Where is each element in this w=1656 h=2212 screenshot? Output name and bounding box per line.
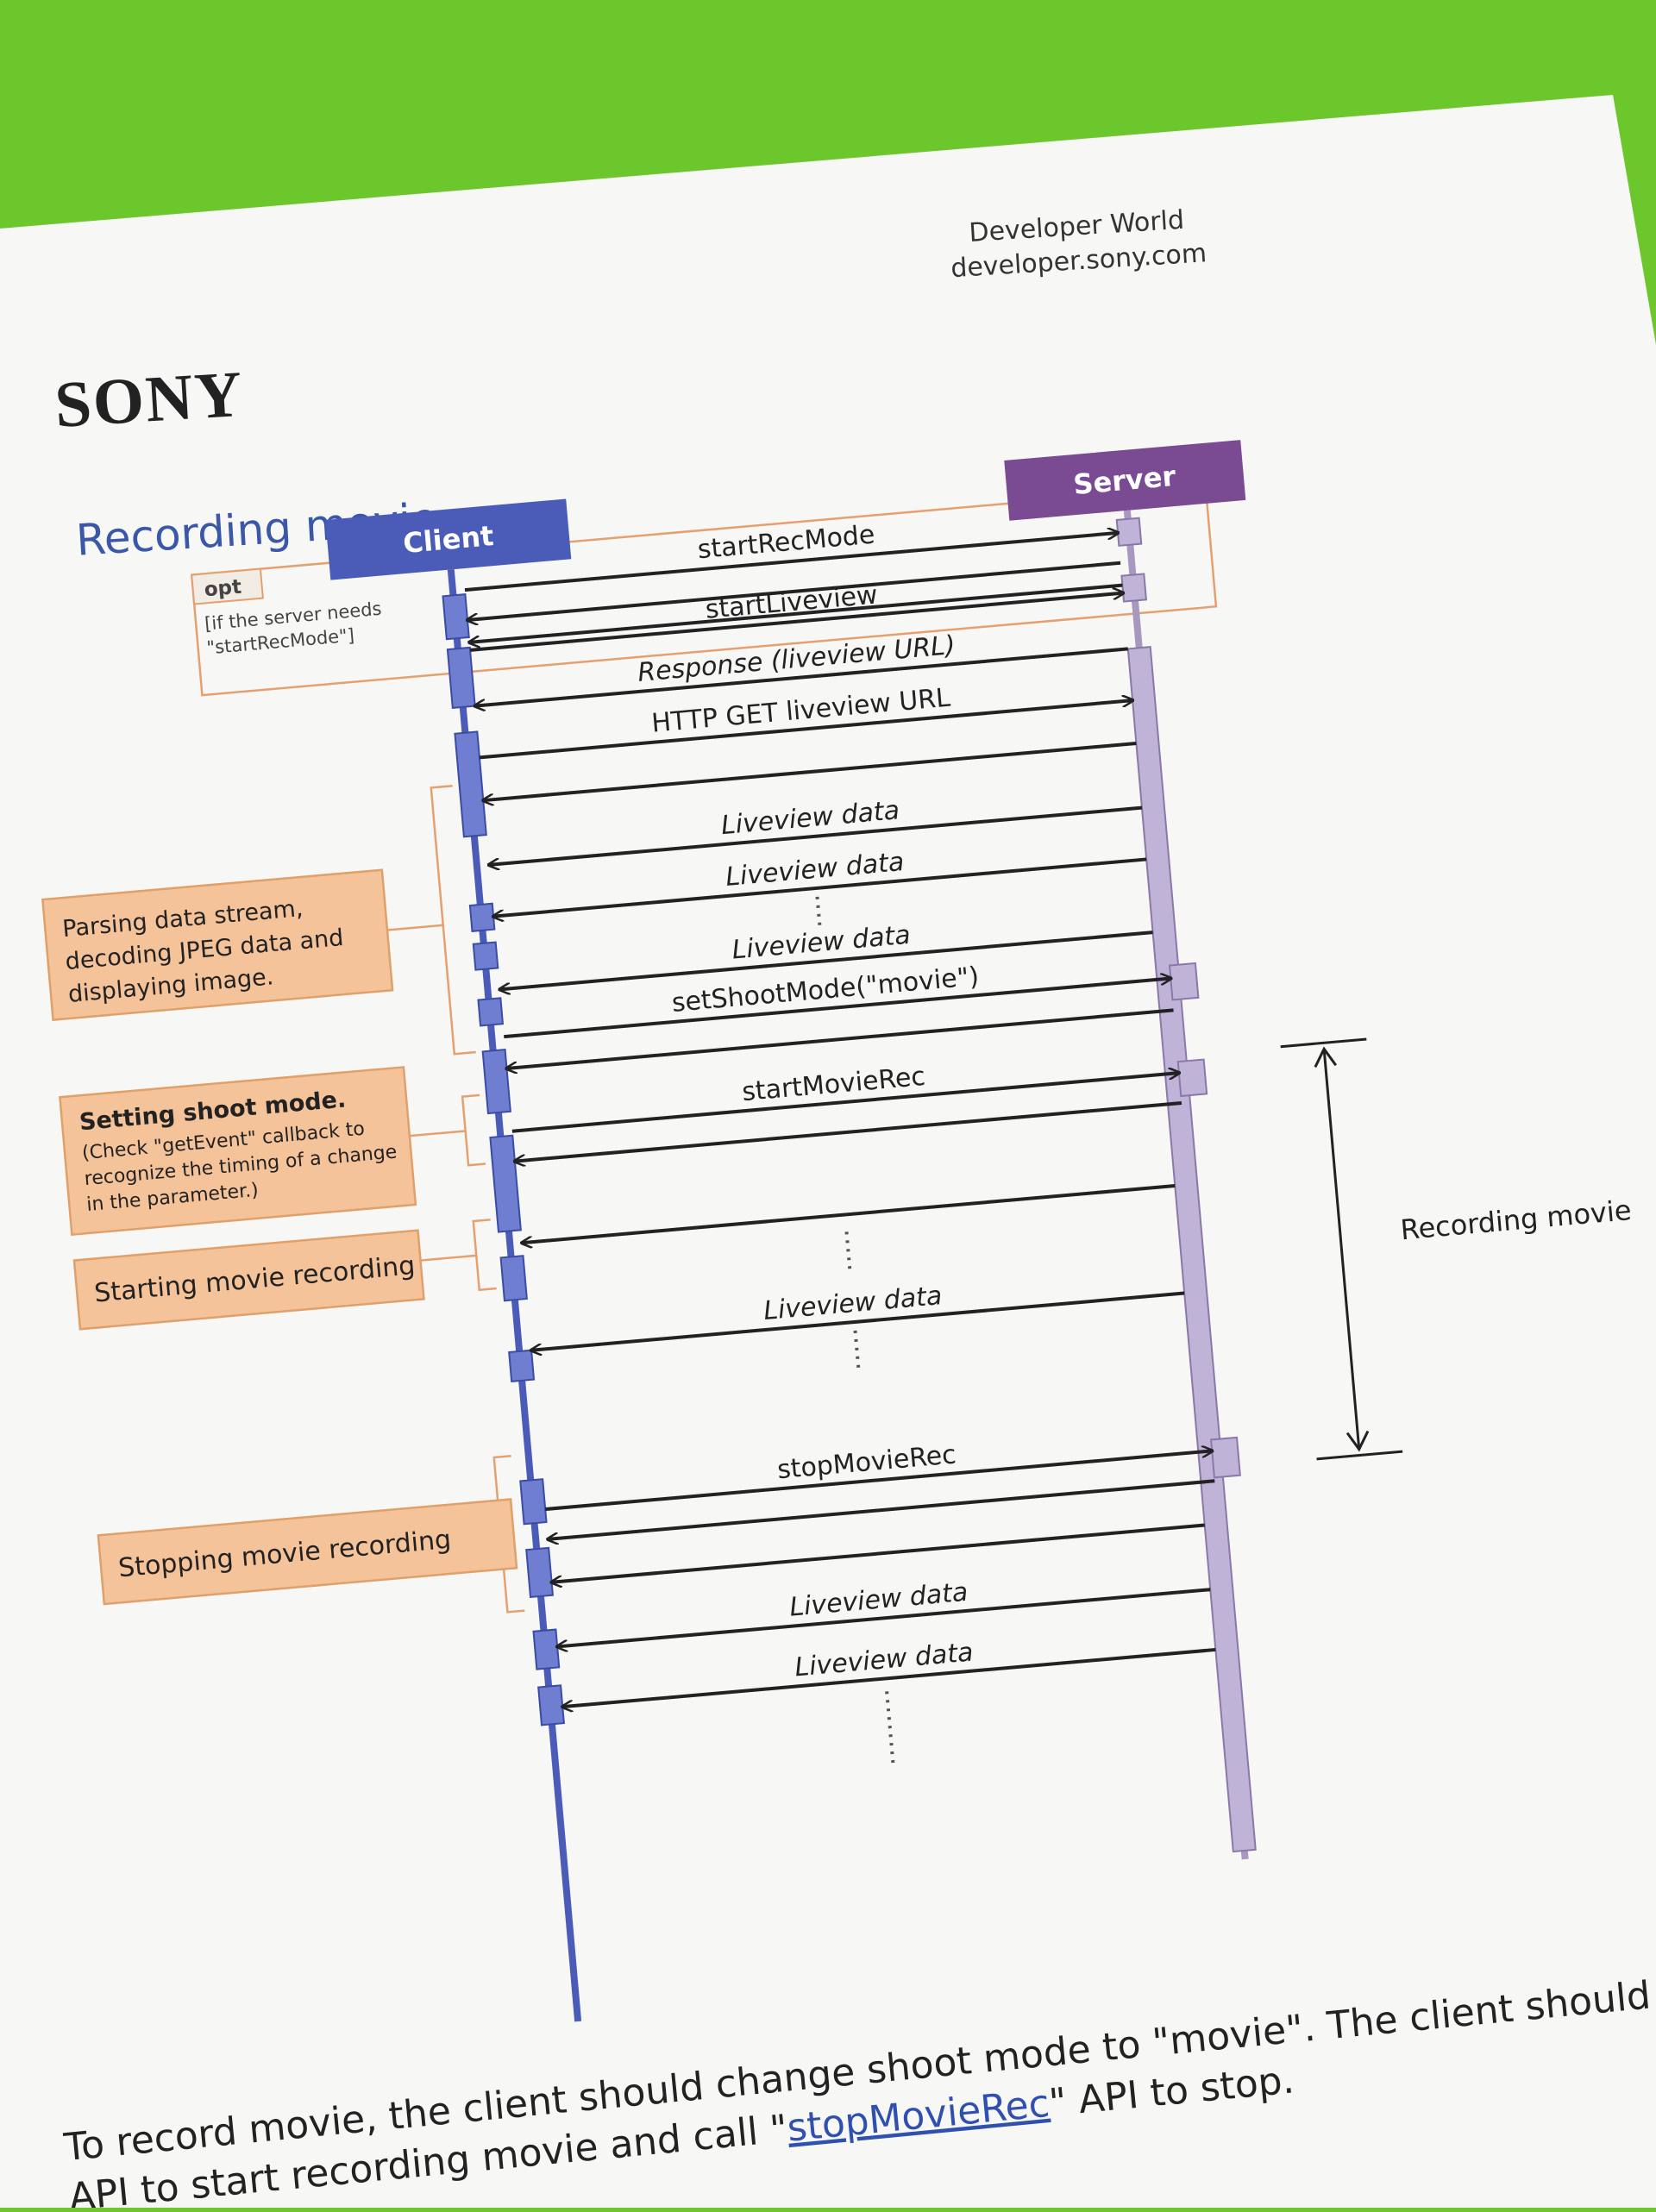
arrow-startLiveview — [469, 593, 1123, 652]
client-activation — [508, 1349, 536, 1382]
client-activation — [499, 1255, 528, 1302]
opt-tag — [191, 567, 264, 605]
sony-logo: SONY — [53, 358, 246, 442]
note-stopping-recording — [97, 1498, 518, 1606]
client-activation — [481, 1049, 511, 1115]
arrow-liveview-data — [562, 1647, 1216, 1707]
arrow-liveview-data — [499, 931, 1153, 989]
connector-parsing — [386, 924, 443, 931]
recording-span-arrow-up — [1314, 1046, 1338, 1068]
arrow-return — [483, 741, 1137, 800]
arrow-setShootMode — [504, 979, 1170, 1039]
server-activation-long — [1126, 646, 1257, 1853]
note-setting-shoot-mode — [59, 1066, 417, 1237]
client-activation — [477, 997, 505, 1027]
arrow-stopMovieRec — [545, 1451, 1212, 1512]
arrow-liveview-data — [493, 857, 1147, 916]
client-activation — [525, 1546, 555, 1599]
client-activation — [532, 1628, 561, 1670]
server-activation — [1210, 1436, 1241, 1479]
opt-label: opt — [204, 576, 242, 602]
server-activation — [1120, 573, 1148, 603]
continuation-dots — [815, 896, 822, 931]
arrow-return — [515, 1100, 1182, 1162]
opt-fragment — [190, 485, 1218, 697]
arrow-return — [548, 1479, 1215, 1539]
client-activation — [442, 593, 470, 641]
paper-sheet — [0, 95, 1656, 2208]
recording-span-arrow-down — [1346, 1430, 1370, 1452]
server-activation — [1176, 1058, 1208, 1098]
client-header — [325, 498, 572, 580]
bracket-parsing — [430, 784, 476, 1056]
client-activation — [472, 941, 499, 971]
note-parsing — [41, 868, 394, 1021]
client-activation — [454, 730, 487, 838]
server-header — [1004, 440, 1246, 521]
arrow-startMovieRec — [511, 1073, 1179, 1133]
client-header-label: Client — [402, 519, 495, 560]
arrow-liveview-url-response — [475, 647, 1128, 705]
client-activation — [446, 646, 476, 709]
arrow-http-get — [479, 700, 1132, 760]
arrow-return — [522, 1184, 1176, 1243]
recording-span-bottom — [1316, 1450, 1403, 1461]
arrow-startRecMode-response — [467, 561, 1121, 620]
arrow-return — [506, 1008, 1174, 1068]
connector-starting — [420, 1254, 477, 1262]
client-activation — [537, 1684, 565, 1726]
connector-setting — [409, 1130, 466, 1137]
recording-span-line — [1322, 1049, 1361, 1450]
arrow-liveview-data — [557, 1588, 1211, 1646]
arrow-liveview-data — [489, 805, 1143, 865]
continuation-dots — [853, 1330, 861, 1374]
recording-span-top — [1280, 1037, 1367, 1049]
continuation-dots — [844, 1231, 852, 1275]
arrow-liveview-data — [531, 1291, 1185, 1350]
arrow-return — [552, 1523, 1205, 1582]
server-activation — [1115, 517, 1143, 547]
arrow-return — [469, 583, 1123, 642]
client-activation — [468, 902, 496, 932]
arrow-startRecMode — [464, 533, 1118, 592]
server-activation — [1168, 962, 1200, 1001]
note-starting-recording — [72, 1229, 425, 1331]
client-activation — [519, 1478, 548, 1526]
